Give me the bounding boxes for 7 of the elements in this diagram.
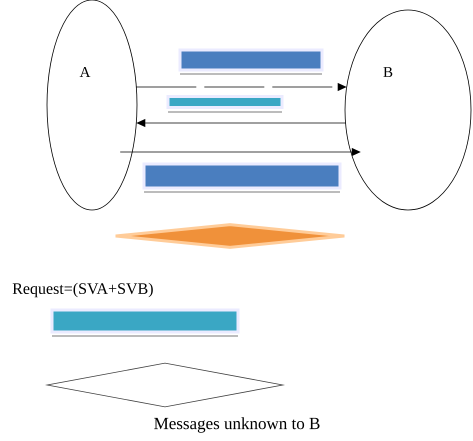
bar [142, 162, 342, 193]
caption: Messages unknown to B [154, 417, 320, 433]
diamond [114, 223, 346, 249]
bar [50, 308, 240, 337]
bar [166, 95, 284, 113]
formula-label: Request=(SVA+SVB) [12, 282, 153, 298]
bar [178, 48, 324, 75]
